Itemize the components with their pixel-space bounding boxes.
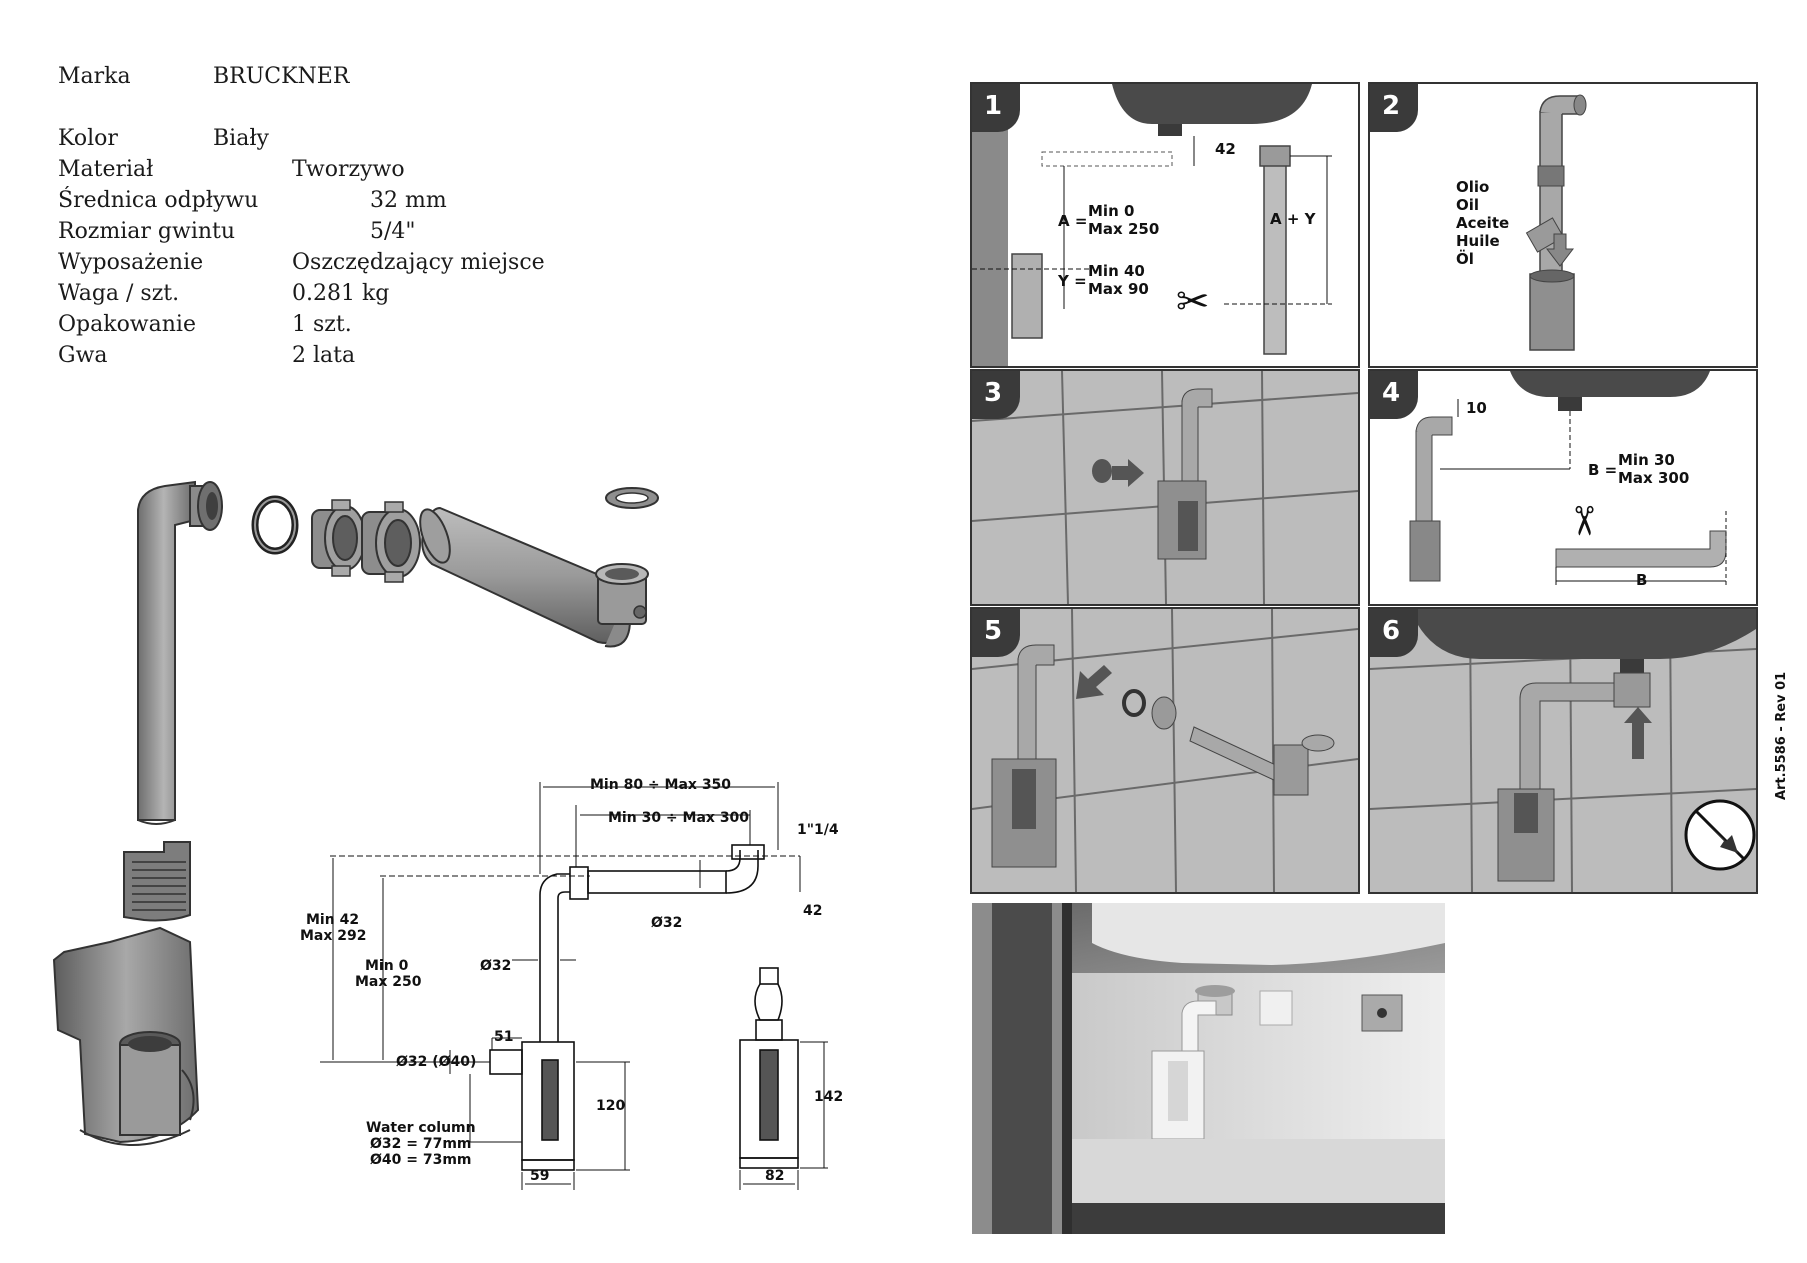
p1-a-max: Max 250 [1088,220,1160,238]
water-column-40: Ø40 = 73mm [370,1152,472,1168]
dim-mid-1: Min 0 [365,958,409,974]
step-number-4: 4 [1370,371,1418,419]
spec-label-brand: Marka [58,64,131,89]
spec-label-material: Materiał [58,157,154,182]
dim-82: 82 [765,1168,785,1184]
dim-left-1: Min 42 [306,912,360,928]
union-nut-1 [311,499,366,577]
oil-fr: Huile [1456,232,1500,250]
step-panel-5: 5 [970,607,1360,894]
dim-top: Min 80 ÷ Max 350 [590,777,732,793]
spec-value-material: Tworzywo [292,157,405,182]
spec-value-color: Biały [213,126,269,151]
dim-120: 120 [596,1098,626,1114]
p1-y-min: Min 40 [1088,262,1145,280]
p1-y-label: Y = [1058,272,1087,290]
technical-drawing [320,782,828,1190]
p4-b-label: B = [1588,461,1618,479]
step-panel-6: 6 [1368,607,1758,894]
spec-value-equipment: Oszczędzający miejsce [292,250,545,275]
step-number-6: 6 [1370,609,1418,657]
spec-value-weight: 0.281 kg [292,281,390,306]
sink-basin-4 [1510,371,1710,397]
vertical-pipe [137,480,196,821]
p4-b-bottom: B [1636,571,1648,589]
spec-value-diameter: 32 mm [370,188,447,213]
dim-42: 42 [803,903,823,919]
oil-en: Oil [1456,196,1480,214]
spec-label-thread: Rozmiar gwintu [58,219,236,244]
dim-d32-pipe: Ø32 [651,915,683,931]
step-number-3: 3 [972,371,1020,419]
dim-mid-2: Max 250 [355,974,422,990]
step-number-2: 2 [1370,84,1418,132]
p1-a-plus-y: A + Y [1270,210,1316,228]
threaded-sleeve [123,841,191,922]
oil-it: Olio [1456,178,1490,196]
p1-a-label: A = [1058,212,1088,230]
oil-de: Öl [1456,250,1474,268]
art-code: Art.5586 - Rev 01 [1774,671,1789,800]
dim-d32-vertical: Ø32 [480,958,512,974]
p1-dim42: 42 [1215,140,1236,158]
spec-label-equipment: Wyposażenie [58,250,204,275]
step-panel-4: 10 B = Min 30 Max 300 B ✂ 4 [1368,369,1758,606]
spec-label-weight: Waga / szt. [58,281,180,306]
spec-label-color: Kolor [58,126,118,151]
trap-body [52,926,200,1146]
dim-second: Min 30 ÷ Max 300 [608,810,750,826]
water-column-32: Ø32 = 77mm [370,1136,472,1152]
spec-value-packaging: 1 szt. [292,312,352,337]
spec-value-thread: 5/4" [370,219,416,244]
spec-value-warranty: 2 lata [292,343,356,368]
step-panel-3: 3 [970,369,1360,606]
exploded-parts-illustration [52,480,659,1146]
scissors-icon-4: ✂ [1559,504,1606,538]
spec-label-diameter: Średnica odpływu [58,188,259,213]
step-panel-2: Olio Oil Aceite Huile Öl 2 [1368,82,1758,368]
oil-es: Aceite [1456,214,1510,232]
sink-basin [1112,84,1312,124]
union-nut-2 [361,501,421,583]
step-panel-1: 42 A = Min 0 Max 250 Y = Min 40 Max 90 A… [970,82,1360,368]
dim-d32-40: Ø32 (Ø40) [396,1054,477,1070]
dim-51: 51 [494,1029,514,1045]
scissors-icon: ✂ [1176,279,1210,325]
water-column-title: Water column [366,1120,476,1136]
spec-label-warranty: Gwa [58,343,108,368]
p1-y-max: Max 90 [1088,280,1149,298]
dim-thread: 1"1/4 [797,822,839,838]
sink-basin-6 [1410,609,1756,659]
step-number-5: 5 [972,609,1020,657]
dim-left-2: Max 292 [300,928,367,944]
p1-a-min: Min 0 [1088,202,1135,220]
dim-142: 142 [814,1089,844,1105]
p4-b-max: Max 300 [1618,469,1690,487]
spec-label-packaging: Opakowanie [58,312,196,337]
p4-b-min: Min 30 [1618,451,1675,469]
step-number-1: 1 [972,84,1020,132]
p4-dim10: 10 [1466,399,1487,417]
spec-value-brand: BRUCKNER [213,64,350,89]
dim-59: 59 [530,1168,550,1184]
installed-siphon-photo [972,903,1445,1234]
